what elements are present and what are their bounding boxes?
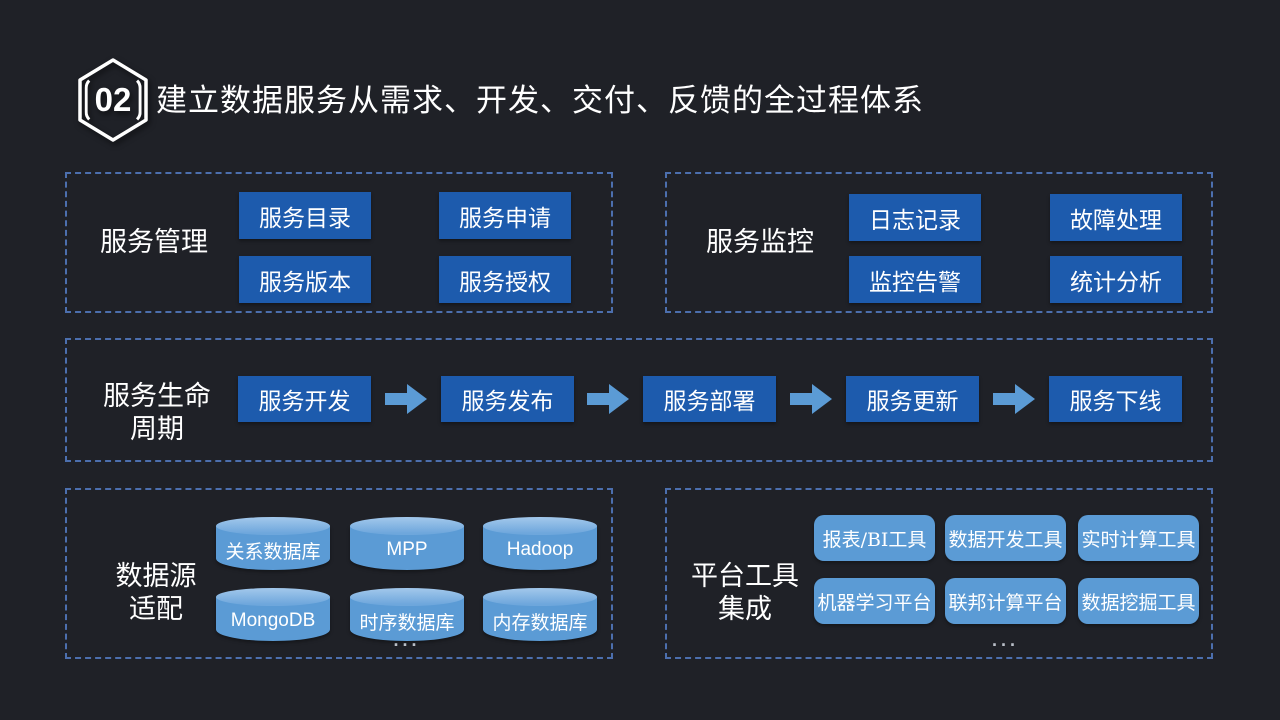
cylinder-top-icon <box>216 517 330 535</box>
chip-monitor-alert: 监控告警 <box>849 256 981 303</box>
panel-label-lifecycle: 服务生命 周期 <box>95 380 219 446</box>
step-service-offline: 服务下线 <box>1049 376 1182 422</box>
panel-label-data-sources: 数据源 适配 <box>95 560 217 626</box>
panel-label-platform-tools: 平台工具 集成 <box>679 560 811 626</box>
tools-label-line1: 平台工具 <box>691 561 799 592</box>
tool-federated-compute: 联邦计算平台 <box>945 578 1066 624</box>
flow-arrow-icon <box>587 384 629 414</box>
section-number: 02 <box>84 76 142 124</box>
chip-service-authorization: 服务授权 <box>439 256 571 303</box>
ellipsis-more-sources: ... <box>393 630 421 650</box>
section-number-badge: 02 <box>78 58 148 142</box>
flow-arrow-icon <box>993 384 1035 414</box>
tool-realtime-compute: 实时计算工具 <box>1078 515 1199 561</box>
db-label: MPP <box>386 539 428 560</box>
lifecycle-label-line1: 服务生命 <box>103 381 211 412</box>
chip-fault-handling: 故障处理 <box>1050 194 1182 241</box>
cylinder-top-icon <box>216 588 330 606</box>
tool-data-mining: 数据挖掘工具 <box>1078 578 1199 624</box>
lifecycle-label-line2: 周期 <box>130 414 184 445</box>
panel-label-management: 服务管理 <box>100 227 208 258</box>
hexagon-icon <box>78 58 148 142</box>
slide-title: 建立数据服务从需求、开发、交付、反馈的全过程体系 <box>156 83 924 119</box>
step-service-publish: 服务发布 <box>441 376 574 422</box>
db-cylinder-inmemory: 内存数据库 <box>483 588 597 641</box>
cylinder-top-icon <box>483 588 597 606</box>
cylinder-top-icon <box>483 517 597 535</box>
tool-machine-learning: 机器学习平台 <box>814 578 935 624</box>
step-service-develop: 服务开发 <box>238 376 371 422</box>
db-cylinder-timeseries: 时序数据库 <box>350 588 464 641</box>
db-cylinder-relational: 关系数据库 <box>216 517 330 570</box>
db-label: MongoDB <box>230 610 316 631</box>
panel-service-monitoring: 服务监控 日志记录 故障处理 监控告警 统计分析 <box>665 172 1213 313</box>
db-label: Hadoop <box>506 539 574 560</box>
flow-arrow-icon <box>790 384 832 414</box>
tool-report-bi: 报表/BI工具 <box>814 515 935 561</box>
chip-service-catalog: 服务目录 <box>239 192 371 239</box>
db-cylinder-mongodb: MongoDB <box>216 588 330 641</box>
db-label: 内存数据库 <box>492 612 588 634</box>
db-label: 关系数据库 <box>225 541 321 563</box>
db-cylinder-mpp: MPP <box>350 517 464 570</box>
step-service-deploy: 服务部署 <box>643 376 776 422</box>
chip-service-request: 服务申请 <box>439 192 571 239</box>
panel-data-source-adaptation: 数据源 适配 关系数据库 MPP Hadoop MongoDB 时序数据库 内存… <box>65 488 613 659</box>
panel-service-lifecycle: 服务生命 周期 服务开发 服务发布 服务部署 服务更新 服务下线 <box>65 338 1213 462</box>
sources-label-line1: 数据源 <box>115 561 197 592</box>
cylinder-top-icon <box>350 517 464 535</box>
panel-label-monitoring: 服务监控 <box>706 227 814 258</box>
db-cylinder-hadoop: Hadoop <box>483 517 597 570</box>
step-service-update: 服务更新 <box>846 376 979 422</box>
tool-data-development: 数据开发工具 <box>945 515 1066 561</box>
db-label: 时序数据库 <box>359 612 455 634</box>
cylinder-top-icon <box>350 588 464 606</box>
ellipsis-more-tools: ... <box>991 630 1019 650</box>
flow-arrow-icon <box>385 384 427 414</box>
chip-statistics: 统计分析 <box>1050 256 1182 303</box>
panel-service-management: 服务管理 服务目录 服务申请 服务版本 服务授权 <box>65 172 613 313</box>
panel-platform-tool-integration: 平台工具 集成 报表/BI工具 数据开发工具 实时计算工具 机器学习平台 联邦计… <box>665 488 1213 659</box>
chip-service-version: 服务版本 <box>239 256 371 303</box>
tools-label-line2: 集成 <box>718 594 772 625</box>
sources-label-line2: 适配 <box>129 594 183 625</box>
chip-logging: 日志记录 <box>849 194 981 241</box>
